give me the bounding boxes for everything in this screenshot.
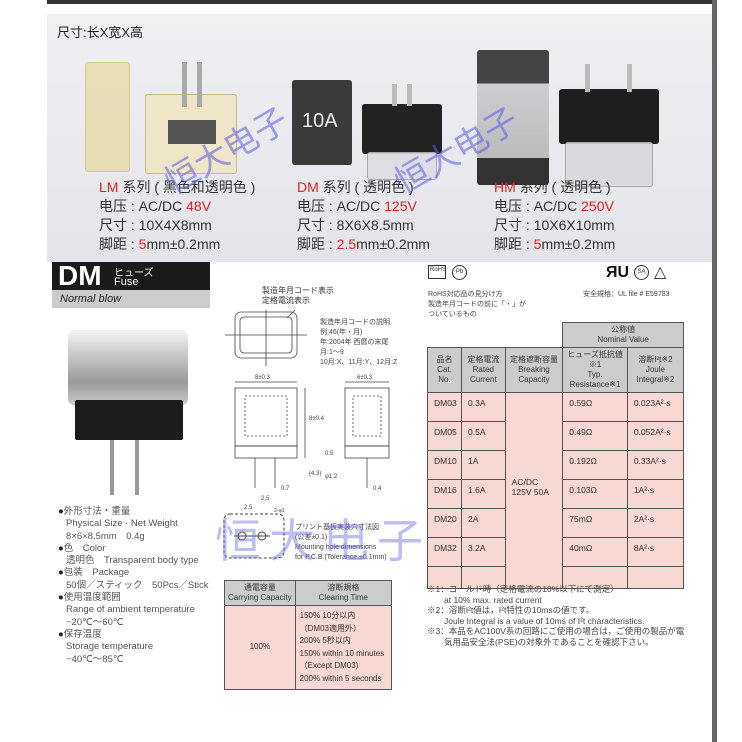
- series-hm: HM 系列 ( 透明色 ) 电压 : AC/DC 250V 尺寸 : 10X6X…: [494, 179, 616, 252]
- cell-joule: 8A²·s: [626, 537, 685, 567]
- cell-res: 75mΩ: [562, 508, 628, 538]
- right-border: [712, 0, 717, 742]
- svg-text:0.4: 0.4: [373, 486, 382, 492]
- rohs-badge: RoHS: [428, 265, 446, 279]
- series-dm: DM 系列 ( 透明色 ) 电压 : AC/DC 125V 尺寸 : 8X6X8…: [297, 179, 430, 252]
- cell-current: 2A: [461, 508, 506, 538]
- cell-res: 0.49Ω: [562, 421, 628, 451]
- svg-text:(4.3): (4.3): [309, 471, 321, 477]
- top-border: [47, 0, 712, 4]
- triangle-mark-icon: △: [654, 264, 667, 281]
- cell-current: 1A: [461, 450, 506, 480]
- cell-joule: 0.33A²·s: [626, 450, 685, 480]
- cell-current: 0.3A: [461, 392, 506, 422]
- cell-joule: 1A²·s: [626, 479, 685, 509]
- ul-mark-icon: ЯU: [606, 264, 630, 281]
- svg-text:φ1.2: φ1.2: [325, 474, 338, 480]
- lm-fuse-side: [85, 62, 130, 172]
- model-header: DM ヒューズ Fuse: [52, 260, 210, 291]
- cell-cat: DM10: [426, 450, 463, 480]
- fuse-image: [68, 330, 188, 405]
- date-code-marking-label: 製造年月コード表示: [262, 286, 334, 295]
- subtitle: Normal blow: [52, 290, 210, 308]
- cell-cat: DM16: [426, 479, 463, 509]
- product-photo: 尺寸:长X宽X高 10A LM 系列 ( 黑色和透明色 ) 电压 : AC/DC…: [47, 14, 712, 262]
- svg-text:2-φ1: 2-φ1: [274, 508, 285, 514]
- cell-cat: DM20: [426, 508, 463, 538]
- cell-cat: DM05: [426, 421, 463, 451]
- dm-fuse-side: 10A: [292, 80, 352, 165]
- hm-fuse-side: [477, 50, 549, 185]
- pb-free-icon: Pb: [452, 265, 467, 280]
- cell-current: 0.5A: [461, 421, 506, 451]
- marking-labels: 製造年月コード表示 定格電流表示: [262, 286, 334, 306]
- cell-joule: 2A²·s: [626, 508, 685, 538]
- svg-text:2.5: 2.5: [244, 505, 253, 511]
- dimension-drawing: 8±0.3 6±0.3 8±0.4 0.5 (4.3) φ1.2 0.7 2.5…: [225, 309, 390, 502]
- cell-res: 0.59Ω: [562, 392, 628, 422]
- svg-text:0.7: 0.7: [281, 486, 290, 492]
- svg-text:8±0.4: 8±0.4: [309, 416, 325, 422]
- size-header: 尺寸:长X宽X高: [57, 25, 143, 40]
- mounting-hole-drawing: 2.5 2-φ1: [223, 505, 285, 559]
- hm-fuse-front: [559, 89, 659, 144]
- cell-current: 1.6A: [461, 479, 506, 509]
- svg-text:0.5: 0.5: [325, 451, 334, 457]
- cell-breaking: AC/DC 125V 50A: [504, 392, 564, 589]
- footnotes: ※1：コールド時（定格電流の10%以下にて測定） at 10% max. rat…: [427, 584, 685, 647]
- rohs-note: RoHS対応品の見分け方製造年月コードの前に「・」がついているもの: [428, 291, 526, 318]
- rated-current-marking-label: 定格電流表示: [262, 296, 310, 305]
- dm-fuse-front: [362, 104, 442, 154]
- cell-cat: DM32: [426, 537, 463, 567]
- svg-text:8±0.3: 8±0.3: [255, 375, 271, 381]
- csa-mark-icon: SA: [634, 265, 649, 280]
- cell-joule: 0.023A²·s: [626, 392, 685, 422]
- cell-cat: DM03: [426, 392, 463, 422]
- lm-fuse-front: [145, 94, 237, 174]
- cell-joule: 0.052A²·s: [626, 421, 685, 451]
- svg-text:2.5: 2.5: [261, 496, 270, 502]
- cell-res: 0.103Ω: [562, 479, 628, 509]
- cell-res: 0.192Ω: [562, 450, 628, 480]
- cell-current: 3.2A: [461, 537, 506, 567]
- safety-standard: 安全規格：UL file # E59783: [583, 291, 670, 298]
- svg-text:6±0.3: 6±0.3: [357, 375, 373, 381]
- cell-res: 40mΩ: [562, 537, 628, 567]
- series-lm: LM 系列 ( 黑色和透明色 ) 电压 : AC/DC 48V 尺寸 : 10X…: [99, 179, 256, 252]
- mounting-note: プリント基板実装穴寸法図(公差±0.1)Mounting hole dimens…: [295, 524, 387, 561]
- watermark: 恒大电子: [215, 514, 431, 568]
